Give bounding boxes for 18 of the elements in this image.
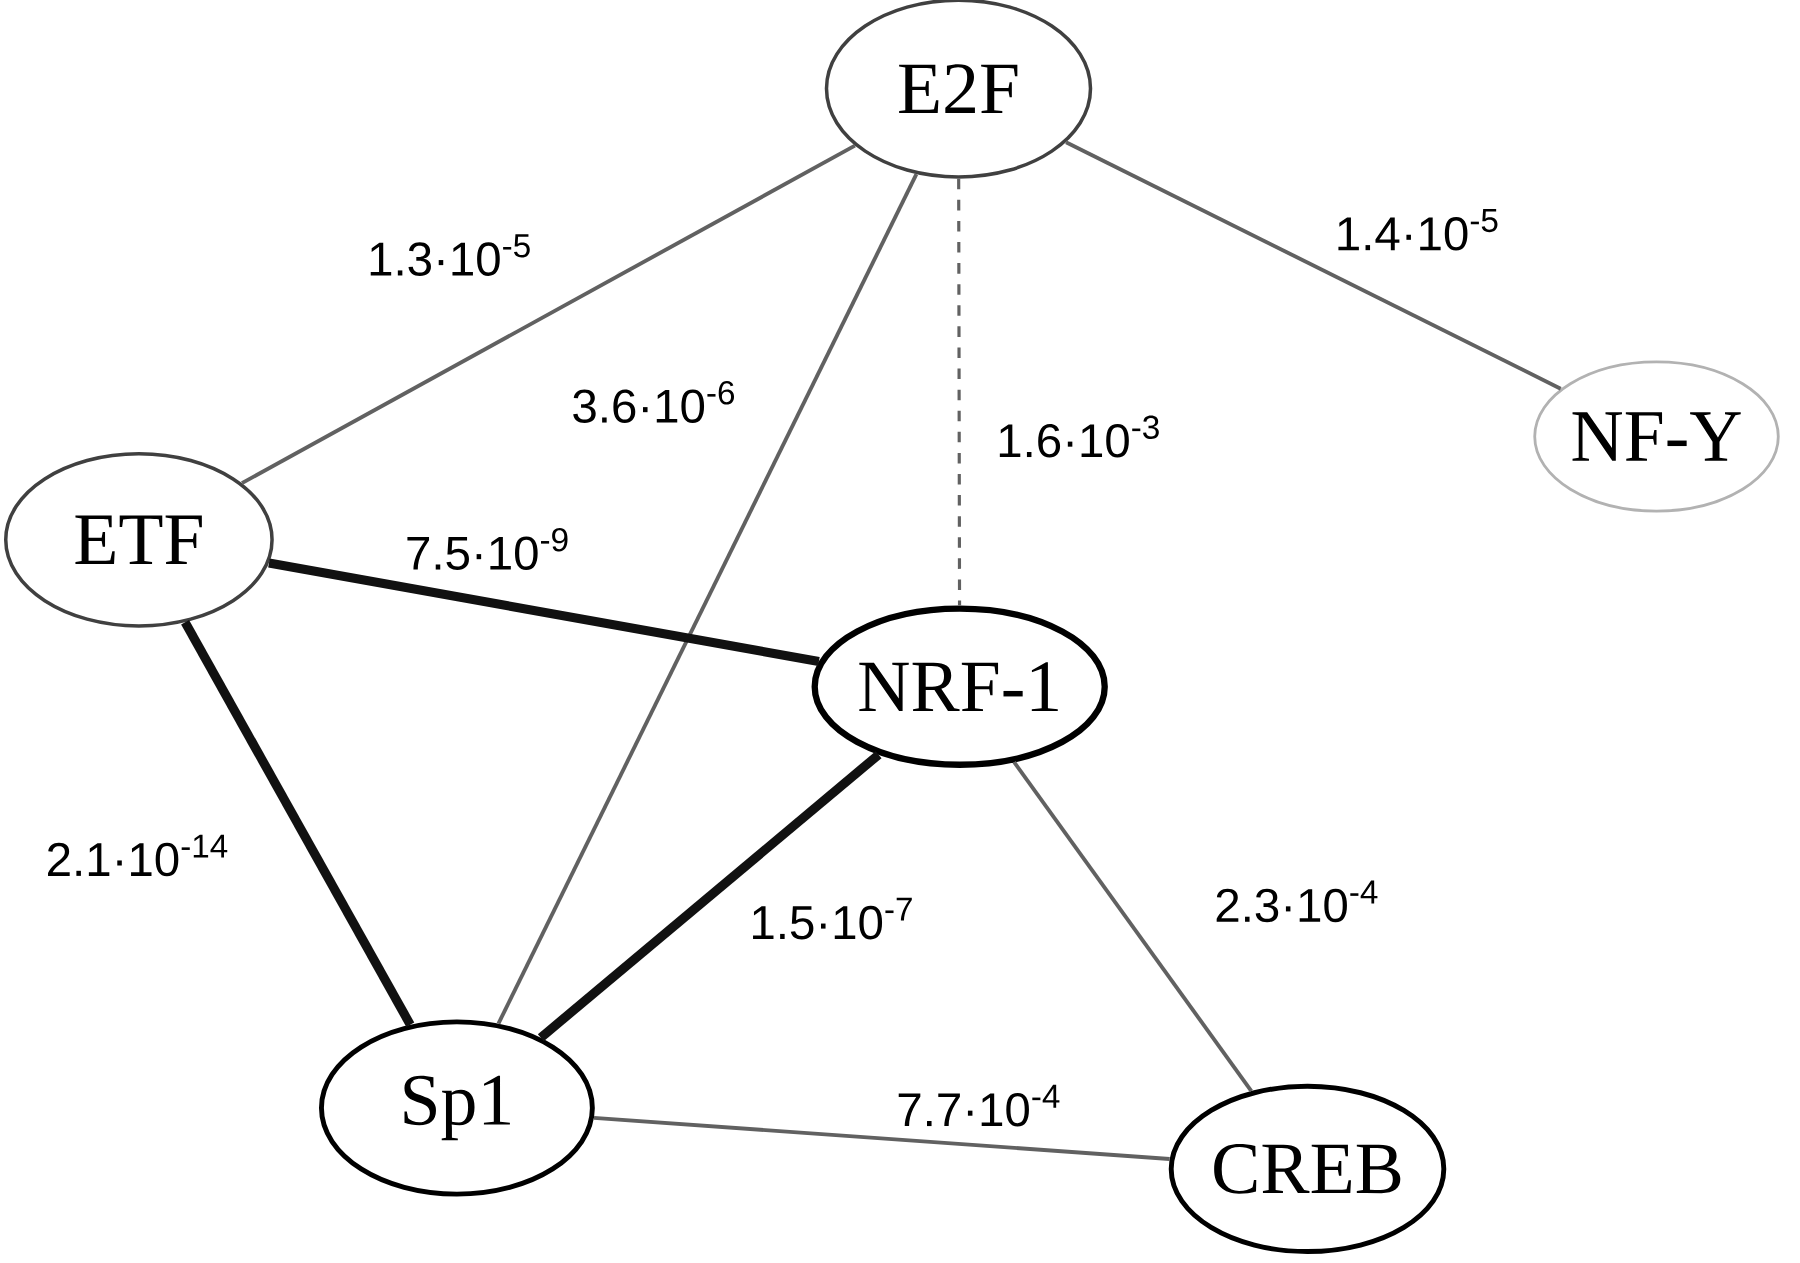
connector-line bbox=[1065, 140, 1562, 391]
edge-label: 2.1·10$^{-14}$ bbox=[42, 831, 234, 880]
connector-line bbox=[181, 620, 415, 1027]
connector-line bbox=[957, 178, 962, 606]
connector-line bbox=[537, 751, 882, 1042]
edge-label: 7.5·10$^{-9}$ bbox=[401, 524, 575, 574]
edge-label: 7.7·10$^{-4}$ bbox=[892, 1081, 1066, 1131]
connector-line bbox=[1012, 761, 1253, 1093]
connector-line bbox=[268, 558, 820, 666]
edge-label: 1.6·10$^{-3}$ bbox=[992, 411, 1166, 462]
edge-label: 1.3·10$^{-5}$ bbox=[363, 230, 537, 280]
connector-line bbox=[593, 1115, 1170, 1161]
connector-line bbox=[241, 143, 856, 485]
connector-line bbox=[496, 173, 919, 1025]
edge-label: 1.4·10$^{-5}$ bbox=[1331, 205, 1505, 255]
edge-label: 2.3·10$^{-4}$ bbox=[1210, 877, 1384, 926]
edge-label: 3.6·10$^{-6}$ bbox=[567, 377, 741, 427]
edge-label: 1.5·10$^{-7}$ bbox=[745, 894, 919, 943]
